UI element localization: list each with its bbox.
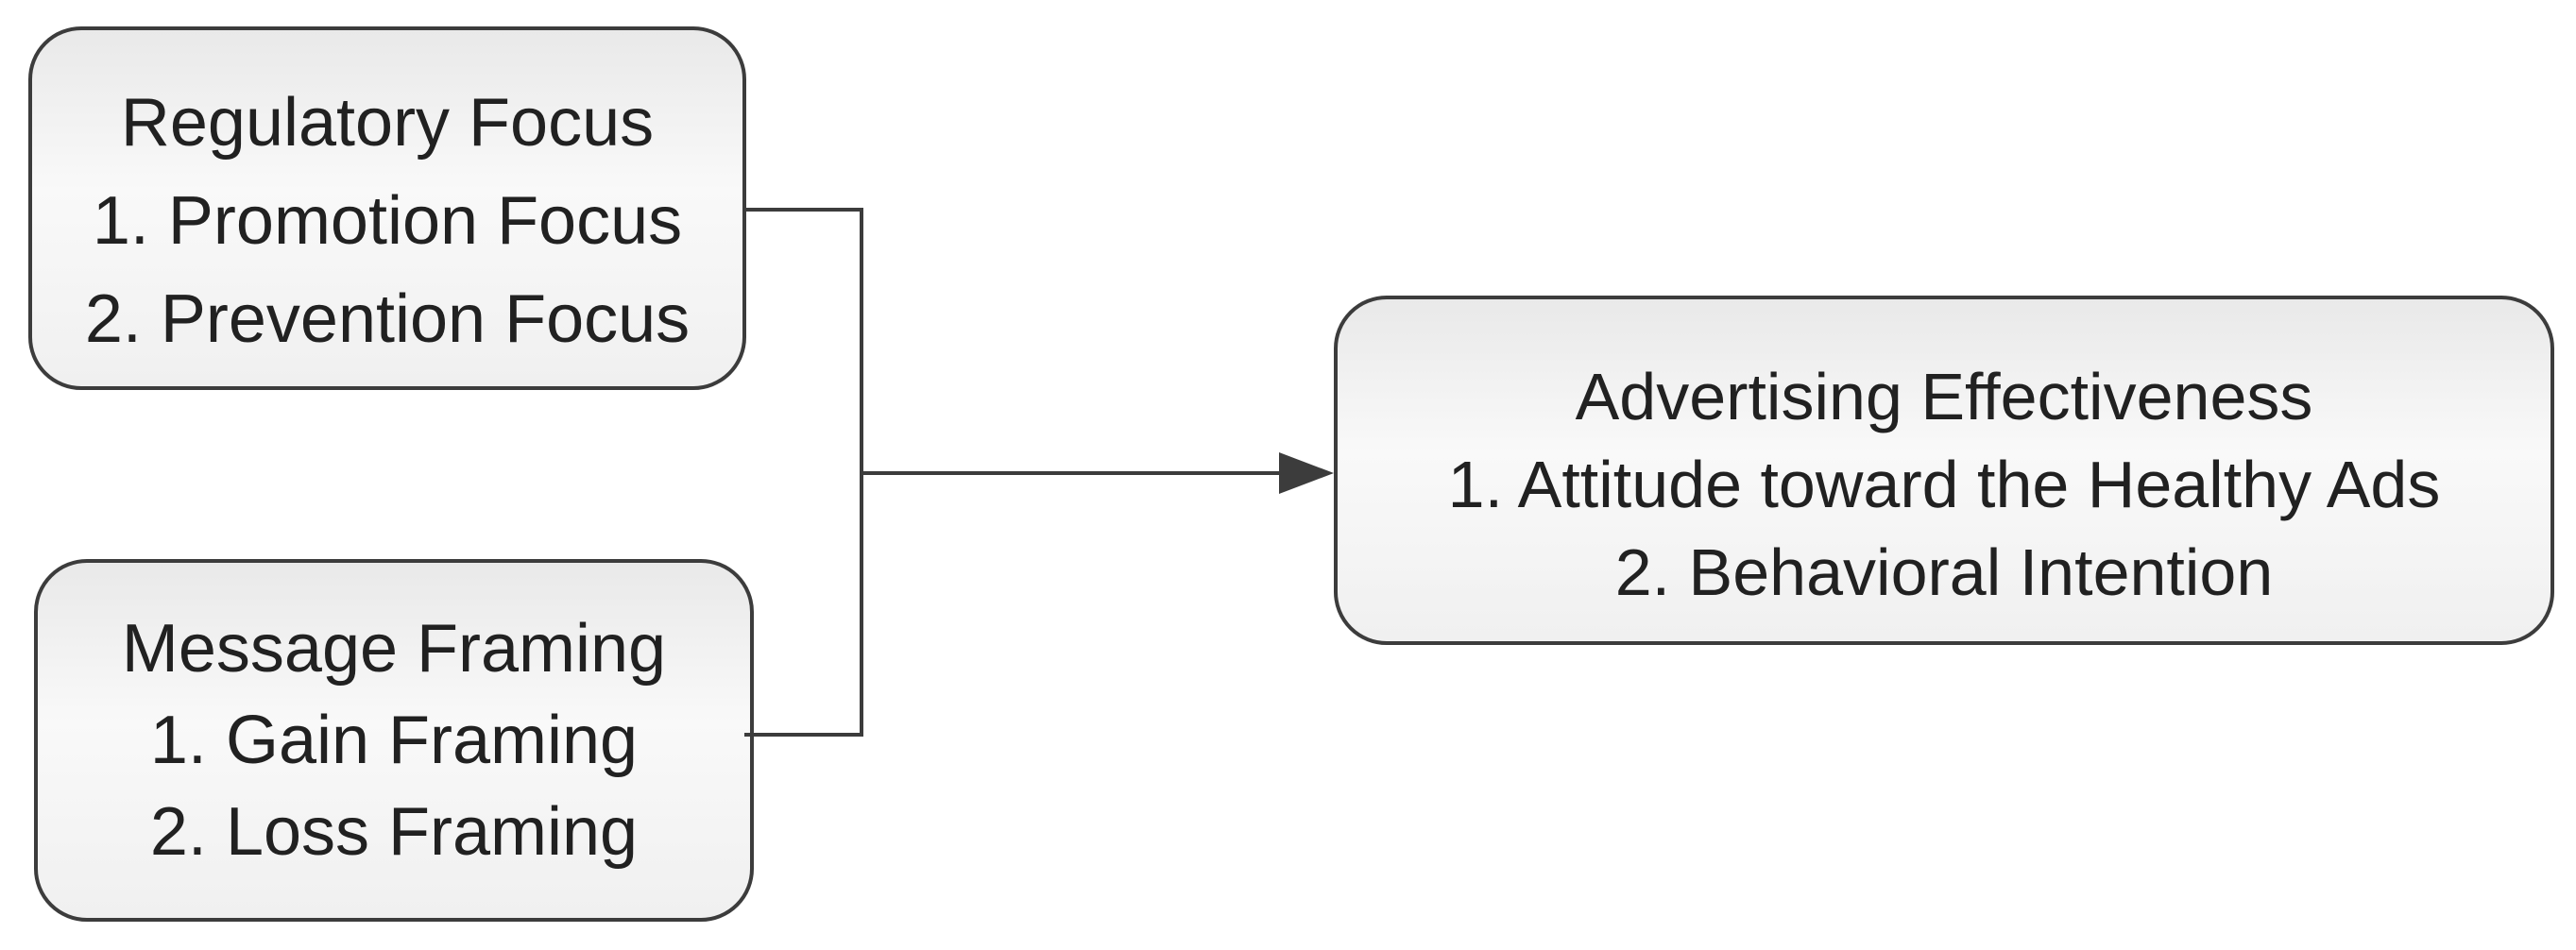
box-advertising-title: Advertising Effectiveness xyxy=(1575,359,2313,433)
connector-stub-message xyxy=(744,733,863,737)
box-message-framing: Message Framing 1. Gain Framing 2. Loss … xyxy=(34,559,754,922)
box-regulatory-item-2: 2. Prevention Focus xyxy=(84,280,691,357)
box-message-title: Message Framing xyxy=(121,610,667,687)
connector-stub-regulatory xyxy=(744,208,863,212)
box-advertising-effectiveness: Advertising Effectiveness 1. Attitude to… xyxy=(1334,296,2554,645)
box-message-item-1: 1. Gain Framing xyxy=(149,702,639,778)
box-regulatory-item-1: 1. Promotion Focus xyxy=(92,182,683,259)
connector-arrow-shaft xyxy=(862,471,1285,475)
box-message-item-2: 2. Loss Framing xyxy=(149,793,639,870)
box-advertising-item-1: 1. Attitude toward the Healthy Ads xyxy=(1447,447,2441,521)
box-advertising-item-2: 2. Behavioral Intention xyxy=(1614,534,2274,609)
box-regulatory-focus: Regulatory Focus 1. Promotion Focus 2. P… xyxy=(28,26,746,390)
arrow-head-icon xyxy=(1279,452,1334,494)
box-regulatory-title: Regulatory Focus xyxy=(120,84,655,161)
